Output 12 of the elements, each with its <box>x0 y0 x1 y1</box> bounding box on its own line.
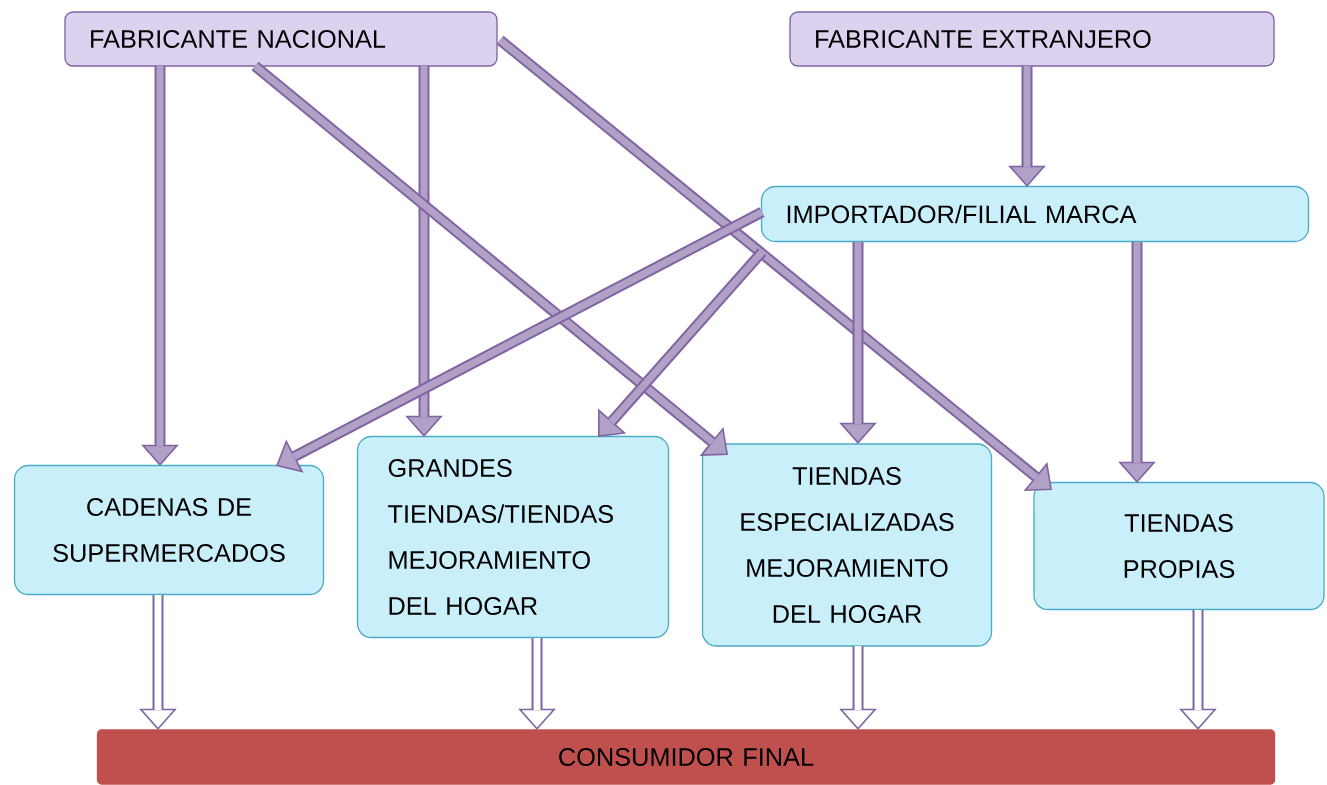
block-arrow <box>598 248 767 437</box>
process-box: TIENDAS ESPECIALIZADAS MEJORAMIENTO DEL HOGAR <box>701 443 993 647</box>
block-arrow <box>276 207 765 473</box>
block-arrow <box>251 61 728 456</box>
process-box: CADENAS DE SUPERMERCADOS <box>13 464 325 596</box>
block-arrow <box>496 35 1052 492</box>
process-box: IMPORTADOR/FILIAL MARCA <box>760 185 1310 243</box>
consumer-bar: CONSUMIDOR FINAL <box>96 729 1276 785</box>
process-box: FABRICANTE NACIONAL <box>64 11 498 67</box>
process-box: FABRICANTE EXTRANJERO <box>789 11 1275 67</box>
process-box: TIENDAS PROPIAS <box>1033 481 1325 611</box>
process-box: GRANDES TIENDAS/TIENDAS MEJORAMIENTO DEL HOGAR <box>356 435 670 639</box>
